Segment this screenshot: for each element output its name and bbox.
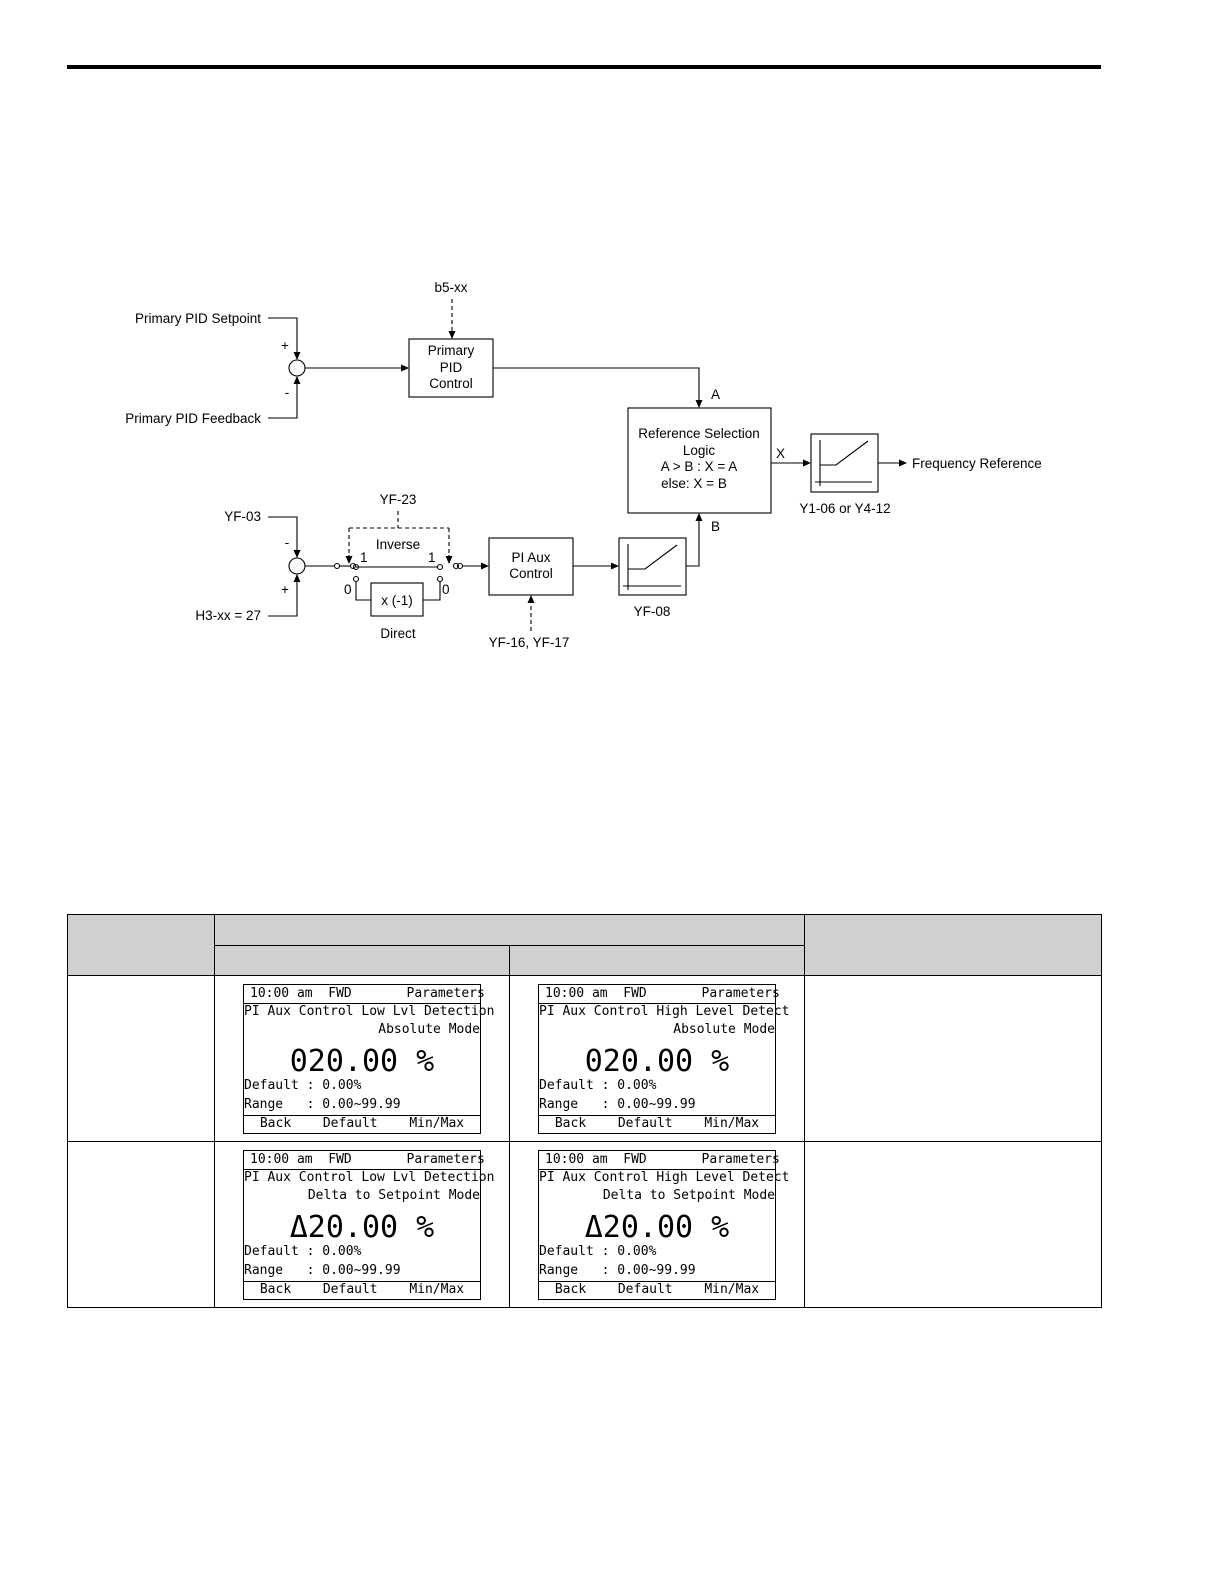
b5-label: b5-xx xyxy=(434,280,467,295)
switch1-zero-label: 0 xyxy=(344,582,352,597)
default-softkey[interactable]: Default xyxy=(322,1116,378,1131)
lcd-softkeys: Back Default Min/Max xyxy=(539,1115,775,1133)
feedback-label: Primary PID Feedback xyxy=(125,411,261,426)
x-label: X xyxy=(776,446,785,461)
lcd-default-line: Default : 0.00% xyxy=(244,1244,362,1259)
lcd-range-line: Range : 0.00~99.99 xyxy=(539,1097,696,1112)
b-label: B xyxy=(711,519,720,534)
a-label: A xyxy=(711,387,720,402)
back-softkey[interactable]: Back xyxy=(259,1116,292,1131)
row-label-cell xyxy=(67,975,215,1142)
parameter-table: 10:00 am FWD Parameters PI Aux Control L… xyxy=(67,914,1102,1308)
lcd-range-line: Range : 0.00~99.99 xyxy=(539,1263,696,1278)
multiplier-label: x (-1) xyxy=(381,593,413,608)
lcd-status-line: 10:00 am FWD Parameters xyxy=(250,986,485,1001)
default-softkey[interactable]: Default xyxy=(617,1282,673,1297)
direct-label: Direct xyxy=(380,626,416,641)
lcd-title-line: PI Aux Control High Level Detect xyxy=(539,1004,790,1019)
page-top-rule xyxy=(67,65,1101,69)
lcd-cell: 10:00 am FWD Parameters PI Aux Control L… xyxy=(214,1141,510,1308)
lcd-value: 020.00 % xyxy=(289,1044,435,1079)
minmax-softkey[interactable]: Min/Max xyxy=(409,1282,465,1297)
yf23-label: YF-23 xyxy=(380,492,417,507)
lcd-mode-line: Absolute Mode xyxy=(378,1022,480,1037)
primary-minus-sign: - xyxy=(285,385,290,400)
lcd-default-line: Default : 0.00% xyxy=(539,1244,657,1259)
inverse-label: Inverse xyxy=(376,537,420,552)
minmax-softkey[interactable]: Min/Max xyxy=(409,1116,465,1131)
lcd-screen: 10:00 am FWD Parameters PI Aux Control L… xyxy=(243,1150,495,1300)
table-row: 10:00 am FWD Parameters PI Aux Control L… xyxy=(67,1141,1102,1308)
lcd-softkeys: Back Default Min/Max xyxy=(539,1281,775,1299)
lcd-range-line: Range : 0.00~99.99 xyxy=(244,1263,401,1278)
lcd-mode-line: Delta to Setpoint Mode xyxy=(602,1188,775,1203)
description-cell xyxy=(804,1141,1102,1308)
row-label-cell xyxy=(67,1141,215,1308)
lcd-value: Δ20.00 % xyxy=(289,1210,435,1245)
yf16-label: YF-16, YF-17 xyxy=(489,635,570,650)
ref-sel-line-3: A > B : X = A xyxy=(661,459,738,474)
table-subheader-blank-1 xyxy=(214,945,510,976)
yf03-label: YF-03 xyxy=(224,509,261,524)
back-softkey[interactable]: Back xyxy=(554,1282,587,1297)
lcd-default-line: Default : 0.00% xyxy=(244,1078,362,1093)
back-softkey[interactable]: Back xyxy=(554,1116,587,1131)
back-softkey[interactable]: Back xyxy=(259,1282,292,1297)
description-cell xyxy=(804,975,1102,1142)
frequency-limit-label: Y1-06 or Y4-12 xyxy=(799,501,890,516)
setpoint-label: Primary PID Setpoint xyxy=(135,311,261,326)
switch1-one-label: 1 xyxy=(360,550,368,565)
lcd-mode-line: Absolute Mode xyxy=(673,1022,775,1037)
lcd-mode-line: Delta to Setpoint Mode xyxy=(307,1188,480,1203)
ref-sel-line-1: Reference Selection xyxy=(638,426,760,441)
lcd-status-line: 10:00 am FWD Parameters xyxy=(250,1152,485,1167)
table-row: 10:00 am FWD Parameters PI Aux Control L… xyxy=(67,975,1102,1142)
minmax-softkey[interactable]: Min/Max xyxy=(704,1116,760,1131)
aux-summing-junction xyxy=(288,557,306,575)
lcd-value: Δ20.00 % xyxy=(584,1210,730,1245)
table-subheader-blank-2 xyxy=(509,945,805,976)
switch2-one-label: 1 xyxy=(428,550,436,565)
default-softkey[interactable]: Default xyxy=(322,1282,378,1297)
lcd-default-line: Default : 0.00% xyxy=(539,1078,657,1093)
lcd-title-line: PI Aux Control Low Lvl Detection xyxy=(244,1170,495,1185)
primary-pid-line-3: Control xyxy=(429,376,473,391)
aux-minus-sign: - xyxy=(285,535,290,550)
lcd-title-line: PI Aux Control High Level Detect xyxy=(539,1170,790,1185)
switch2-zero-label: 0 xyxy=(442,582,450,597)
lcd-cell: 10:00 am FWD Parameters PI Aux Control H… xyxy=(509,975,805,1142)
lcd-status-line: 10:00 am FWD Parameters xyxy=(545,986,780,1001)
h3-label: H3-xx = 27 xyxy=(195,608,261,623)
aux-plus-sign: + xyxy=(281,582,289,597)
lcd-range-line: Range : 0.00~99.99 xyxy=(244,1097,401,1112)
lcd-value: 020.00 % xyxy=(584,1044,730,1079)
table-header-blank-middle xyxy=(214,914,805,946)
ref-sel-line-2: Logic xyxy=(683,443,716,458)
primary-plus-sign: + xyxy=(281,338,289,353)
lcd-screen: 10:00 am FWD Parameters PI Aux Control H… xyxy=(538,1150,790,1300)
lcd-cell: 10:00 am FWD Parameters PI Aux Control L… xyxy=(214,975,510,1142)
pid-block-diagram: b5-xx Primary PID Setpoint Primary PID F… xyxy=(125,280,1042,650)
table-header-blank-right xyxy=(804,914,1102,976)
primary-pid-line-2: PID xyxy=(440,360,463,375)
pi-aux-line-2: Control xyxy=(509,566,553,581)
lcd-screen: 10:00 am FWD Parameters PI Aux Control H… xyxy=(538,984,790,1134)
frequency-reference-label: Frequency Reference xyxy=(912,456,1042,471)
primary-summing-junction xyxy=(288,359,306,377)
primary-pid-line-1: Primary xyxy=(428,343,475,358)
lcd-cell: 10:00 am FWD Parameters PI Aux Control H… xyxy=(509,1141,805,1308)
lcd-status-line: 10:00 am FWD Parameters xyxy=(545,1152,780,1167)
pi-aux-line-1: PI Aux xyxy=(511,550,550,565)
lcd-screen: 10:00 am FWD Parameters PI Aux Control L… xyxy=(243,984,495,1134)
ref-sel-line-4: else: X = B xyxy=(661,476,727,491)
lcd-softkeys: Back Default Min/Max xyxy=(244,1281,480,1299)
default-softkey[interactable]: Default xyxy=(617,1116,673,1131)
table-header-blank-left xyxy=(67,914,215,976)
minmax-softkey[interactable]: Min/Max xyxy=(704,1282,760,1297)
frequency-limit-block xyxy=(810,433,879,493)
lcd-title-line: PI Aux Control Low Lvl Detection xyxy=(244,1004,495,1019)
yf08-label: YF-08 xyxy=(634,604,671,619)
lcd-softkeys: Back Default Min/Max xyxy=(244,1115,480,1133)
